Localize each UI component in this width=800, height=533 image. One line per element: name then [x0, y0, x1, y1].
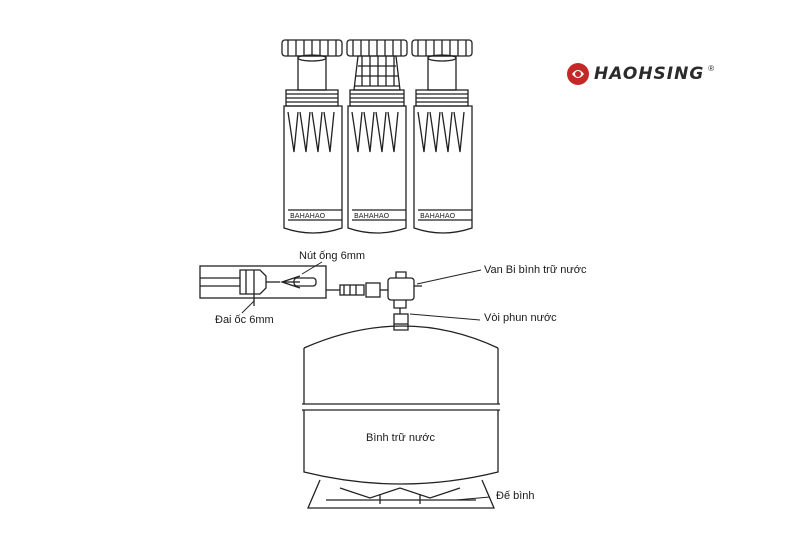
label-nut: Đai ốc 6mm [215, 314, 274, 326]
label-tank-base: Đế bình [496, 490, 535, 502]
connector-fittings [326, 282, 388, 298]
brand-logo: HAOHSING ® [566, 60, 714, 88]
registered-mark: ® [708, 64, 715, 73]
brand-name: HAOHSING [594, 64, 705, 84]
svg-text:BAHAHAO: BAHAHAO [354, 212, 390, 220]
tank-base [307, 479, 495, 509]
filter-housing-middle: BAHAHAO [346, 39, 408, 234]
filter-housing-left: BAHAHAO [281, 39, 343, 234]
label-tank: Bình trữ nước [366, 432, 436, 444]
ball-valve [387, 271, 422, 325]
storage-tank [302, 324, 500, 485]
svg-text:BAHAHAO: BAHAHAO [290, 212, 326, 220]
label-tube-cap: Nút ống 6mm [299, 250, 366, 262]
filter-housing-right: BAHAHAO [411, 39, 473, 234]
fitting-detail [199, 265, 327, 306]
haohsing-logo-icon [567, 63, 589, 85]
label-nozzle: Vòi phun nước [484, 312, 557, 324]
label-ball-valve: Van Bi bình trữ nước [484, 264, 587, 276]
svg-text:BAHAHAO: BAHAHAO [420, 212, 456, 220]
